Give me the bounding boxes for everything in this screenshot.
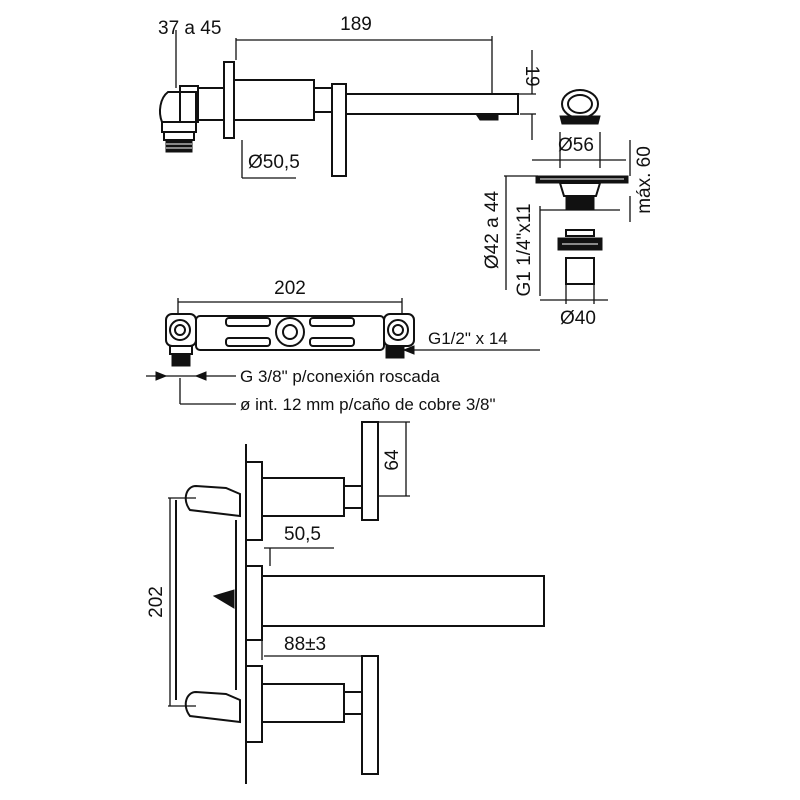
drain-detail: Ø56 máx. 60 Ø42 a 44 G1 1/4"x11 Ø40 — [482, 89, 655, 329]
front-spout — [261, 575, 545, 627]
note-inlet-thread: G 3/8" p/conexión roscada — [240, 367, 440, 386]
drain-body-thread — [565, 195, 595, 211]
dim-rough-in-centers: 202 — [274, 278, 306, 299]
dim-spout-height: 19 — [521, 65, 542, 86]
dim-body-diameter-range: Ø42 a 44 — [482, 190, 503, 269]
rough-in-outlet — [275, 317, 305, 347]
lower-handle-lever — [361, 655, 379, 775]
manifold-center — [212, 589, 235, 609]
spout-collar — [313, 87, 333, 113]
valve-body — [197, 87, 225, 121]
dim-tail-diameter: Ø40 — [560, 308, 596, 329]
lower-wall-valve — [184, 690, 241, 724]
drain-body — [558, 182, 602, 197]
wall-manifold — [175, 500, 237, 700]
dim-handle-length: 64 — [382, 449, 403, 471]
dim-outlet-thread: G1/2" x 14 — [428, 329, 508, 348]
note-inlet-pipe: ø int. 12 mm p/caño de cobre 3/8" — [240, 395, 496, 414]
drain-cap — [559, 115, 601, 125]
rough-in-view: 202 G1/2" x 14 G 3/8" p/conexión roscada… — [146, 278, 540, 414]
dim-cap-diameter: Ø56 — [558, 135, 594, 156]
dim-spout-length: 189 — [340, 14, 372, 35]
rough-in-right-outlet — [385, 345, 405, 359]
rough-in-left-inlet — [171, 353, 191, 367]
spout-wall-plate — [245, 565, 263, 641]
dim-spout-offset: 88±3 — [284, 634, 326, 655]
upper-handle-body — [261, 477, 345, 517]
dim-flange-offset: 50,5 — [284, 524, 321, 545]
dim-wall-range: 37 a 45 — [158, 18, 221, 39]
drain-flange — [535, 175, 629, 184]
dim-flange-diameter: Ø50,5 — [248, 152, 300, 173]
wall-flange — [223, 61, 235, 139]
spout-plate — [331, 83, 347, 177]
upper-wall-valve — [184, 484, 241, 518]
rough-in-frame — [195, 315, 385, 351]
spout-arm — [345, 93, 519, 115]
inlet-elbow — [159, 91, 197, 123]
upper-flange — [245, 461, 263, 541]
elbow-nut — [161, 121, 197, 133]
drain-gasket — [565, 229, 595, 237]
dim-max-height: máx. 60 — [634, 146, 655, 214]
aerator — [475, 113, 499, 121]
side-view: 37 a 45 189 19 Ø50,5 — [158, 14, 542, 179]
lower-handle-body — [261, 683, 345, 723]
front-view: 64 50,5 202 88±3 — [146, 421, 545, 784]
upper-handle-lever — [361, 421, 379, 521]
drain-tailpiece — [565, 257, 595, 285]
lower-flange — [245, 665, 263, 743]
elbow-thread-fill — [165, 139, 193, 153]
dim-front-centers: 202 — [146, 586, 167, 618]
elbow-thread — [163, 131, 195, 141]
spout-body — [233, 79, 315, 121]
dim-thread: G1 1/4"x11 — [514, 203, 535, 296]
